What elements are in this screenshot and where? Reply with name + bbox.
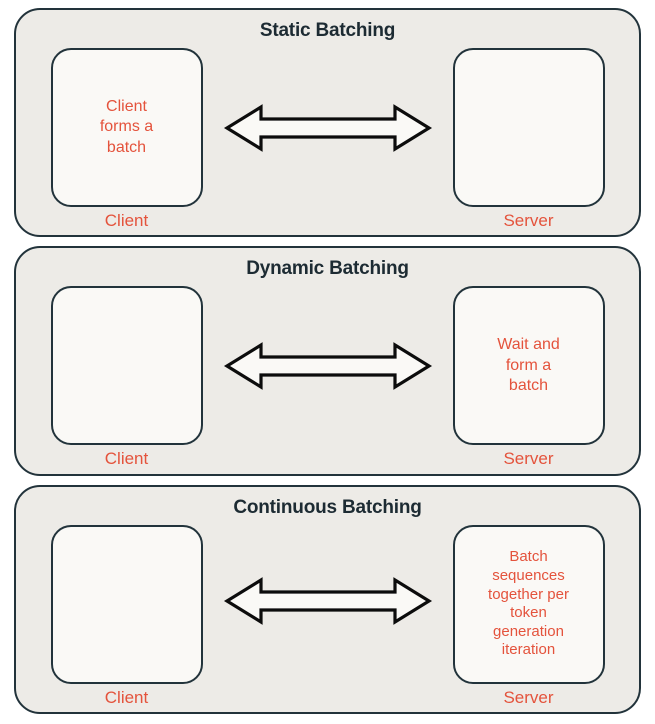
- client-column-continuous: Client: [50, 524, 203, 708]
- panel-dynamic-batching: Dynamic Batching Client Wait and form a …: [14, 246, 641, 476]
- arrow-cell-dynamic: [203, 286, 452, 469]
- client-label-continuous: Client: [104, 687, 149, 707]
- server-column-continuous: Batch sequences together per token gener…: [452, 524, 605, 708]
- double-headed-arrow-icon: [223, 577, 432, 626]
- double-headed-arrow-icon: [223, 103, 432, 152]
- panel-continuous-batching: Continuous Batching Client Batch sequenc…: [14, 484, 641, 714]
- panel-title-static-batching: Static Batching: [259, 20, 396, 41]
- client-box-text-static: Client forms a batch: [99, 97, 154, 156]
- client-column-static: Client forms a batch Client: [50, 48, 203, 231]
- panel-title-dynamic-batching: Dynamic Batching: [246, 258, 409, 280]
- server-box-text-continuous: Batch sequences together per token gener…: [488, 548, 569, 659]
- panel-body-dynamic-batching: Client Wait and form a batch Server: [16, 286, 639, 469]
- server-box-static: [452, 48, 605, 207]
- panel-static-batching: Static Batching Client forms a batch Cli…: [14, 8, 641, 238]
- server-column-dynamic: Wait and form a batch Server: [452, 286, 605, 469]
- server-box-continuous: Batch sequences together per token gener…: [452, 524, 605, 684]
- client-label-dynamic: Client: [104, 449, 149, 469]
- panel-body-static-batching: Client forms a batch Client Server: [16, 48, 639, 231]
- client-box-dynamic: [50, 286, 203, 446]
- server-box-text-dynamic: Wait and form a batch: [497, 336, 560, 395]
- server-label-continuous: Server: [503, 687, 554, 707]
- arrow-cell-continuous: [203, 525, 452, 708]
- server-box-dynamic: Wait and form a batch: [452, 286, 605, 446]
- client-box-continuous: [50, 524, 203, 684]
- arrow-cell-static: [203, 48, 452, 231]
- server-label-dynamic: Server: [503, 449, 554, 469]
- panel-title-continuous-batching: Continuous Batching: [233, 496, 422, 518]
- server-column-static: Server: [452, 48, 605, 231]
- server-label-static: Server: [503, 210, 554, 230]
- panel-body-continuous-batching: Client Batch sequences together per toke…: [16, 524, 639, 708]
- double-headed-arrow-icon: [223, 342, 432, 390]
- client-box-static: Client forms a batch: [50, 48, 203, 207]
- client-column-dynamic: Client: [50, 286, 203, 469]
- client-label-static: Client: [104, 210, 149, 230]
